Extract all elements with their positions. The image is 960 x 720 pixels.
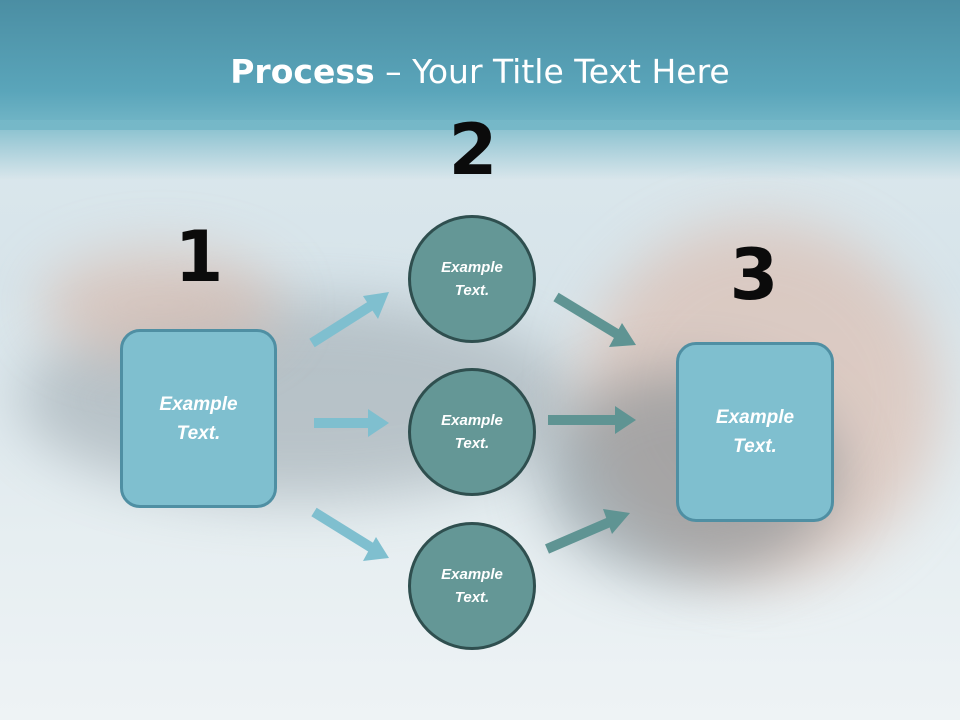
step-2-circle-top: Example Text.: [408, 215, 536, 343]
header-fade: [0, 120, 960, 180]
step-number-3: 3: [729, 234, 779, 316]
title-rest-part: – Your Title Text Here: [374, 52, 730, 91]
arrow-from-bottom-circle: [545, 509, 630, 554]
circle-bottom-label: Example Text.: [441, 566, 503, 606]
header-band: [0, 0, 960, 130]
step-2-circle-bottom: Example Text.: [408, 522, 536, 650]
circle-top-label: Example Text.: [441, 259, 503, 299]
step-1-label: Example Text.: [159, 393, 238, 444]
step-3-label: Example Text.: [715, 407, 795, 457]
step-3-box: Example Text.: [676, 342, 834, 522]
step-number-2: 2: [448, 109, 498, 191]
arrow-to-bottom-circle: [311, 507, 389, 561]
arrow-to-top-circle: [309, 292, 389, 348]
arrow-to-middle-circle: [314, 409, 389, 437]
title-bold-part: Process: [230, 52, 375, 91]
step-2-circle-middle: Example Text.: [408, 368, 536, 496]
arrow-from-middle-circle: [548, 406, 636, 434]
slide-title: Process – Your Title Text Here: [0, 52, 960, 91]
circle-middle-label: Example Text.: [441, 412, 503, 452]
arrow-from-top-circle: [553, 292, 636, 347]
step-number-1: 1: [174, 216, 224, 298]
step-1-box: Example Text.: [120, 329, 277, 508]
